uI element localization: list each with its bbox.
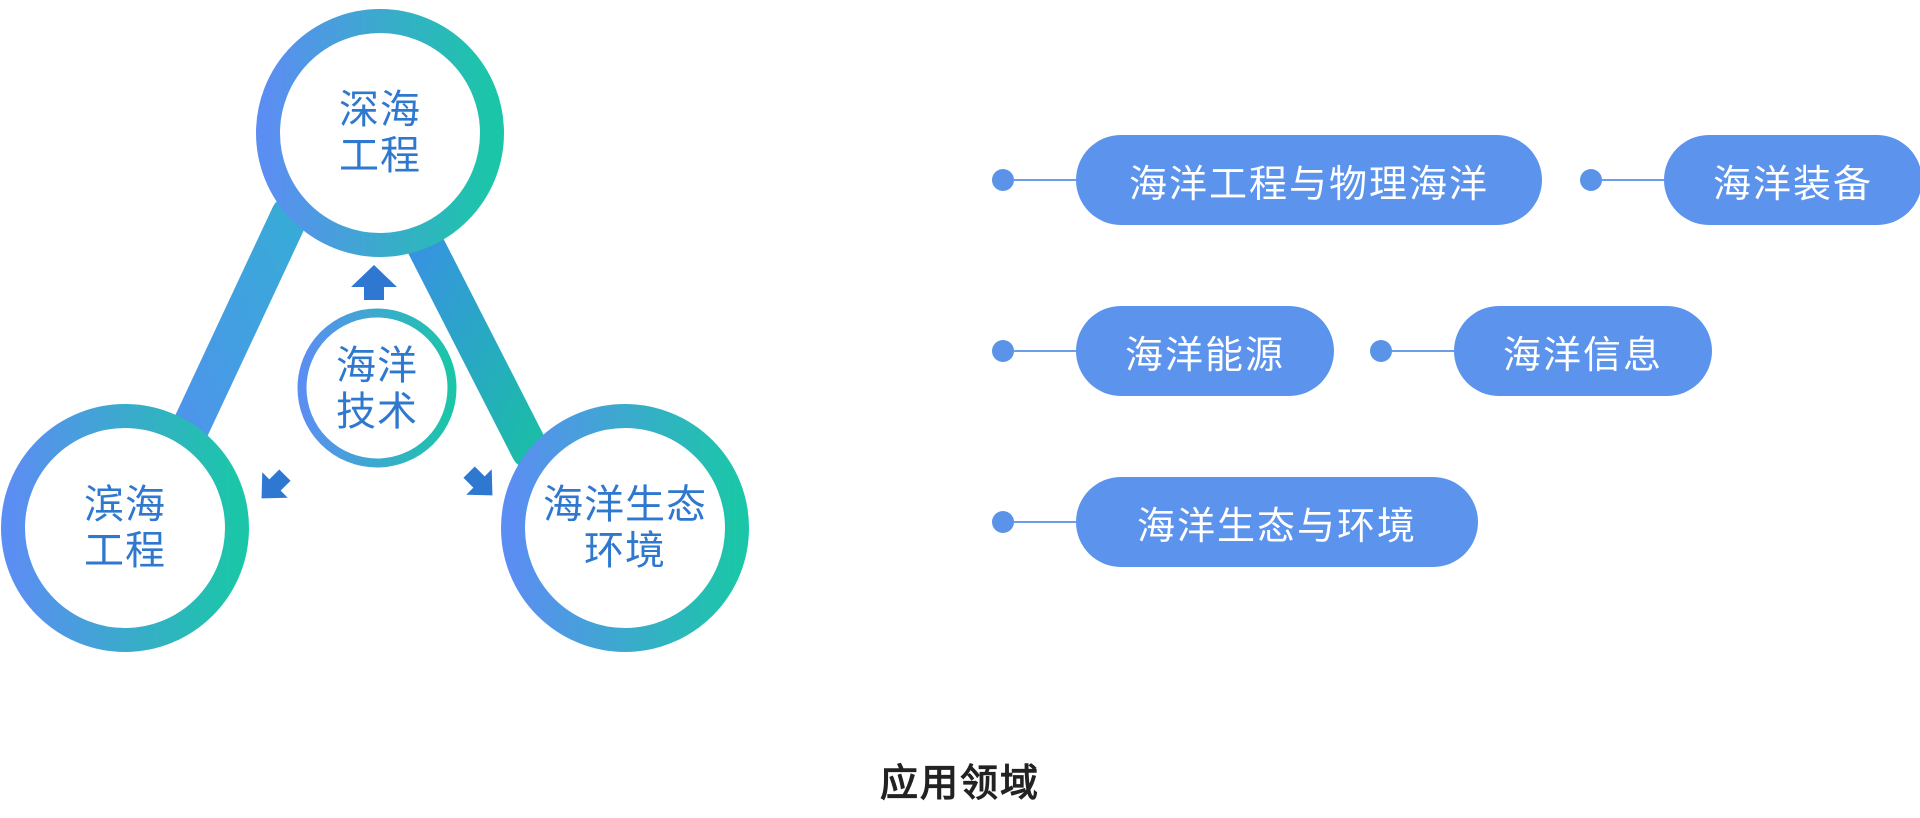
field-row-3: 海洋生态与环境 xyxy=(992,477,1478,567)
field-pill-ocean-ecology-environment: 海洋生态与环境 xyxy=(1076,477,1478,567)
node-bottom-left-label: 滨海 工程 xyxy=(35,473,215,583)
field-row-2: 海洋能源 海洋信息 xyxy=(992,306,1712,396)
field-pill-ocean-engineering-physics: 海洋工程与物理海洋 xyxy=(1076,135,1542,225)
node-center-line2: 技术 xyxy=(336,389,418,435)
connector-line xyxy=(1014,179,1076,181)
arrow-up-icon xyxy=(351,265,397,300)
node-top-label: 深海 工程 xyxy=(290,78,470,188)
node-bottom-left-line2: 工程 xyxy=(84,528,166,574)
connector-line xyxy=(1392,350,1454,352)
bullet-dot xyxy=(992,511,1014,533)
bullet-dot xyxy=(1580,169,1602,191)
connector-line xyxy=(1014,350,1076,352)
triangle-diagram xyxy=(1,9,749,652)
field-pill-ocean-equipment: 海洋装备 xyxy=(1664,135,1920,225)
arrow-down-right-icon xyxy=(463,466,493,496)
connector-line xyxy=(1602,179,1664,181)
node-bottom-left-line1: 滨海 xyxy=(84,482,166,528)
arrow-down-left-icon xyxy=(261,469,291,499)
node-top-line2: 工程 xyxy=(339,133,421,179)
node-bottom-right-line2: 环境 xyxy=(584,528,666,574)
page-title: 应用领域 xyxy=(879,761,1040,805)
node-ring-top xyxy=(256,9,504,257)
node-bottom-right-label: 海洋生态 环境 xyxy=(525,473,725,583)
connector-line xyxy=(1014,521,1076,523)
edge-left xyxy=(161,196,309,469)
field-row-1: 海洋工程与物理海洋 海洋装备 xyxy=(992,135,1920,225)
edge-right xyxy=(391,196,549,469)
node-top-line1: 深海 xyxy=(339,87,421,133)
field-pill-ocean-information: 海洋信息 xyxy=(1454,306,1712,396)
bullet-dot xyxy=(992,340,1014,362)
node-ring-center xyxy=(297,308,457,468)
field-pill-ocean-energy: 海洋能源 xyxy=(1076,306,1334,396)
node-center-label: 海洋 技术 xyxy=(302,334,452,444)
bullet-dot xyxy=(1370,340,1392,362)
node-center-line1: 海洋 xyxy=(336,343,418,389)
node-bottom-right-line1: 海洋生态 xyxy=(543,482,707,528)
node-ring-bottom-right xyxy=(501,404,749,652)
bullet-dot xyxy=(992,169,1014,191)
node-ring-bottom-left xyxy=(1,404,249,652)
